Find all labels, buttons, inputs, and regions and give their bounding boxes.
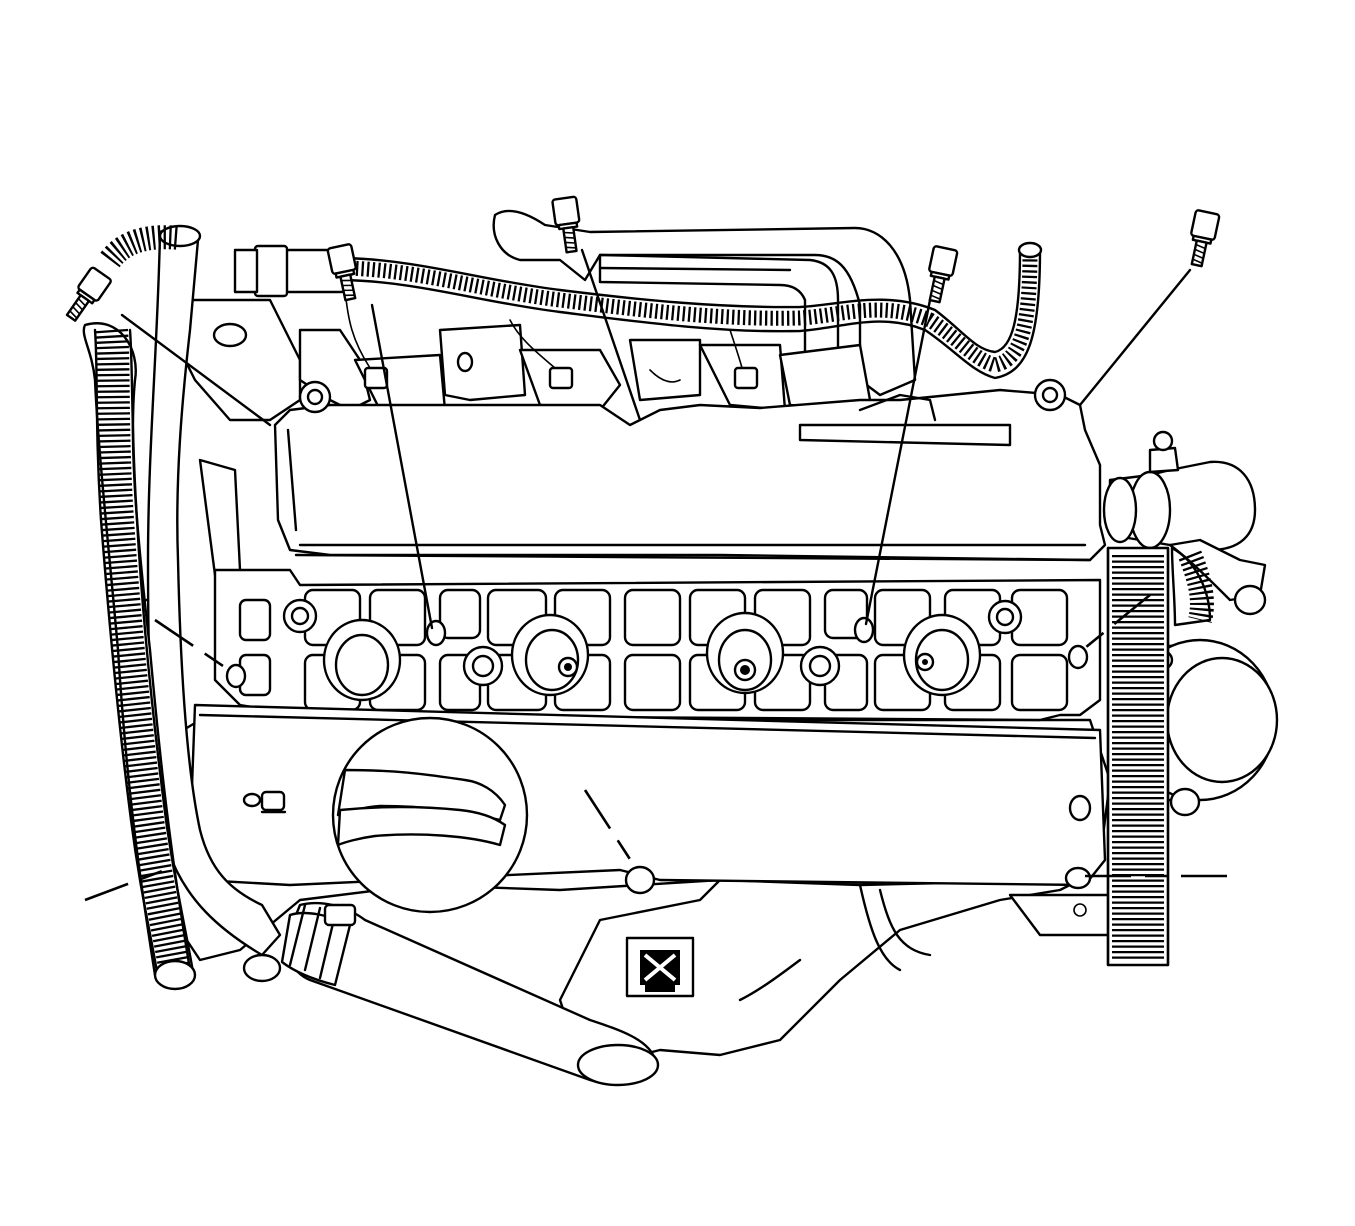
coil-well-icon bbox=[322, 611, 982, 702]
upper-wiring-harness bbox=[233, 241, 1043, 380]
fuel-injectors bbox=[298, 289, 872, 412]
stud-bosses bbox=[282, 378, 1067, 687]
valve-cover-upper bbox=[273, 388, 1107, 562]
leader-lines bbox=[84, 248, 1230, 902]
right-vertical-hose bbox=[1106, 546, 1214, 967]
ignition-coil-deck bbox=[213, 378, 1102, 722]
bolt-icon bbox=[65, 195, 1221, 322]
left-hoses bbox=[82, 224, 282, 991]
valve-cover-lower bbox=[188, 703, 1107, 895]
fastener-holes bbox=[225, 616, 1089, 689]
oil-filler-cap-icon bbox=[331, 716, 529, 914]
warning-symbol-icon bbox=[625, 936, 695, 998]
lower-intake-hose bbox=[242, 901, 660, 1087]
